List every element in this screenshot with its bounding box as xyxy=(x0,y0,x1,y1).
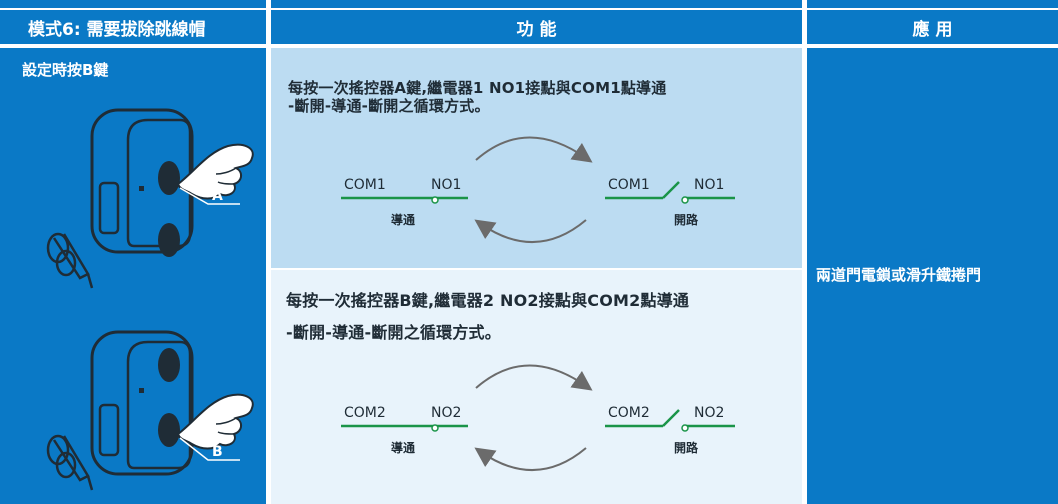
key-fob-icon xyxy=(46,232,94,289)
open-caption: 開路 xyxy=(674,440,699,455)
closed-caption: 導通 xyxy=(391,440,415,455)
header-strip-left xyxy=(0,0,266,8)
hand-icon xyxy=(176,393,254,450)
function-a-line2: -斷開-導通-斷開之循環方式。 xyxy=(288,97,490,115)
function-b-line1: 每按一次搖控器B鍵,繼電器2 NO2接點與COM2點導通 xyxy=(286,291,690,310)
open-no-label: NO2 xyxy=(694,405,724,421)
cycle-arrow-back xyxy=(474,219,587,243)
remote-a-key-label: A xyxy=(212,188,223,204)
remote-illustration-a: A xyxy=(46,108,254,289)
open-no-label: NO1 xyxy=(694,177,724,193)
remote-illustration-b: B xyxy=(46,330,254,491)
function-a-line1: 每按一次搖控器A鍵,繼電器1 NO1接點與COM1點導通 xyxy=(288,79,667,97)
function-a-cell: 每按一次搖控器A鍵,繼電器1 NO1接點與COM1點導通 -斷開-導通-斷開之循… xyxy=(271,48,802,268)
closed-com-label: COM2 xyxy=(344,405,386,421)
application-column: 兩道門電鎖或滑升鐵捲門 xyxy=(807,48,1058,504)
closed-caption: 導通 xyxy=(391,212,415,227)
header-function: 功 能 xyxy=(271,10,802,44)
application-text: 兩道門電鎖或滑升鐵捲門 xyxy=(816,266,982,284)
cycle-arrow-forward xyxy=(475,364,593,391)
open-caption: 開路 xyxy=(674,212,699,227)
cycle-arrow-back xyxy=(474,447,587,471)
closed-com-label: COM1 xyxy=(344,177,386,193)
open-com-label: COM1 xyxy=(608,177,650,193)
closed-no-label: NO1 xyxy=(431,177,461,193)
header-strip-middle xyxy=(271,0,802,8)
cycle-arrow-forward xyxy=(475,136,593,163)
open-com-label: COM2 xyxy=(608,405,650,421)
button-a xyxy=(158,161,180,195)
open-switch-blade xyxy=(662,409,680,427)
header-mode: 模式6: 需要拔除跳線帽 xyxy=(0,10,266,44)
key-fob-icon xyxy=(46,434,94,491)
relay-diagram-b: COM2 NO2 導通 COM2 NO2 開路 xyxy=(341,364,735,471)
header-strip-right xyxy=(807,0,1058,8)
closed-no-label: NO2 xyxy=(431,405,461,421)
header-application: 應 用 xyxy=(807,10,1058,44)
relay-diagram-a: COM1 NO1 導通 COM1 NO1 開路 xyxy=(341,136,735,243)
button-b xyxy=(158,223,180,257)
function-b-cell: 每按一次搖控器B鍵,繼電器2 NO2接點與COM2點導通 -斷開-導通-斷開之循… xyxy=(271,270,802,504)
open-switch-blade xyxy=(662,181,680,199)
header-application-text: 應 用 xyxy=(912,19,953,40)
setting-label: 設定時按B鍵 xyxy=(22,61,109,79)
header-mode-text: 模式6: 需要拔除跳線帽 xyxy=(28,19,206,40)
mode-column: 設定時按B鍵 A xyxy=(0,48,266,504)
header-function-text: 功 能 xyxy=(516,19,557,40)
hand-icon xyxy=(176,143,254,200)
remote-b-key-label: B xyxy=(212,444,223,460)
function-b-line2: -斷開-導通-斷開之循環方式。 xyxy=(286,323,501,342)
